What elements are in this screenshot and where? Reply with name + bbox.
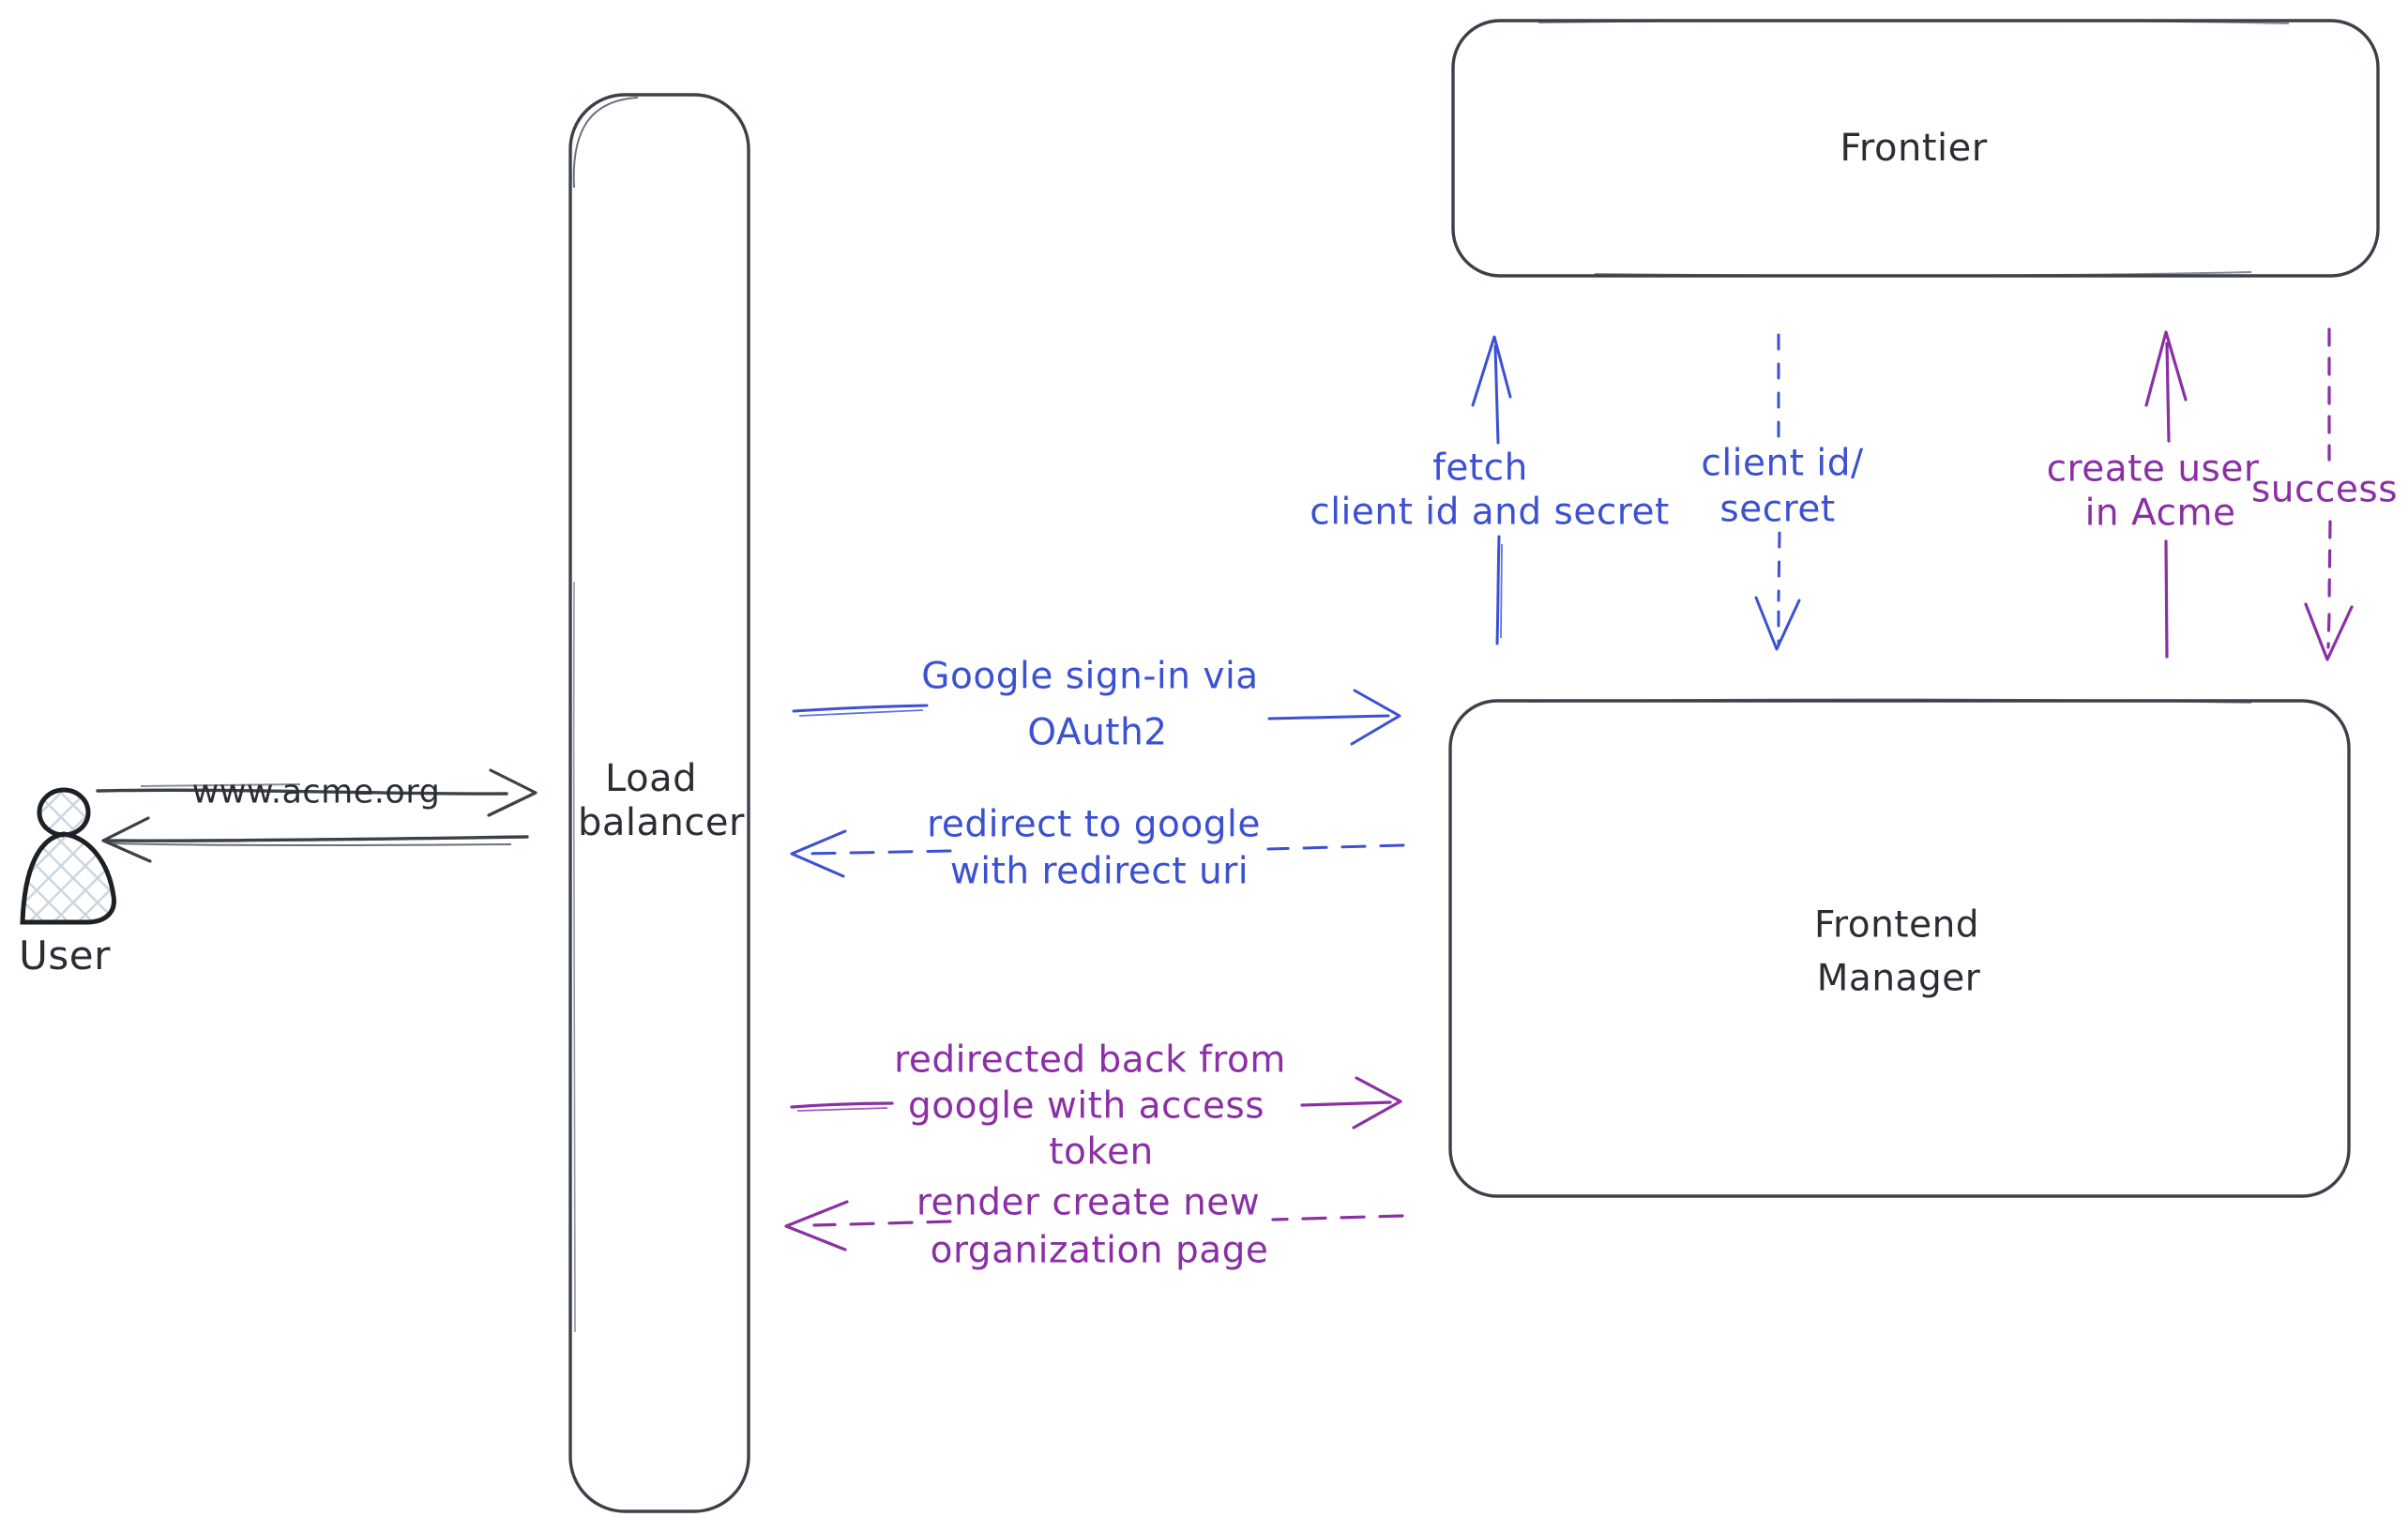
user-body: [20, 831, 116, 925]
frontier-box: [1451, 19, 2380, 278]
edge-label-fetch-line2: client id and secret: [1310, 491, 1670, 534]
edge-label-fetch-line1: fetch: [1432, 447, 1528, 490]
arrow-acme-request: [96, 768, 538, 817]
user-figure: [20, 787, 116, 925]
arrow-google-signin: [792, 689, 1401, 746]
frontend-manager-label-line2: Manager: [1816, 957, 1981, 1000]
edge-label-create-user-line2: in Acme: [2084, 492, 2236, 535]
user-head: [37, 787, 91, 838]
arrow-redirect-to-google: [790, 829, 1405, 878]
edge-label-redirect-line1: redirect to google: [927, 803, 1261, 846]
frontier-label: Frontier: [1840, 127, 1988, 170]
frontend-manager-label-line1: Frontend: [1813, 903, 1980, 947]
user-label: User: [19, 933, 111, 978]
arrow-redirected-back: [790, 1076, 1402, 1130]
arrow-success: [2304, 327, 2354, 661]
edge-label-render-line1: render create new: [916, 1181, 1261, 1224]
arrow-fetch-client: [1471, 335, 1512, 645]
load-balancer-label-line2: balancer: [578, 801, 745, 844]
edge-label-redirected-back-line3: token: [1049, 1130, 1154, 1174]
edge-label-redirected-back-line2: google with access: [907, 1085, 1265, 1128]
arrow-client-id-secret: [1754, 333, 1801, 651]
edge-label-client-id-line1: client id/: [1701, 442, 1864, 485]
load-balancer-label-line1: Load: [605, 757, 697, 800]
edge-label-redirect-line2: with redirect uri: [949, 850, 1249, 893]
edge-label-acme-request: www.acme.org: [191, 773, 441, 812]
edge-label-success: success: [2250, 468, 2399, 511]
edge-label-google-signin-line1: Google sign-in via: [921, 655, 1259, 698]
edge-label-create-user-line1: create user: [2046, 447, 2260, 491]
edge-label-google-signin-line2: OAuth2: [1027, 711, 1168, 754]
frontend-manager-box: [1448, 698, 2351, 1198]
edge-label-client-id-line2: secret: [1719, 488, 1836, 531]
arrow-acme-response: [101, 816, 529, 863]
arrow-create-user: [2144, 330, 2188, 659]
arrow-render-page: [784, 1200, 1404, 1251]
load-balancer-box: [568, 93, 750, 1513]
edge-label-redirected-back-line1: redirected back from: [894, 1039, 1286, 1082]
edge-label-render-line2: organization page: [930, 1229, 1269, 1272]
